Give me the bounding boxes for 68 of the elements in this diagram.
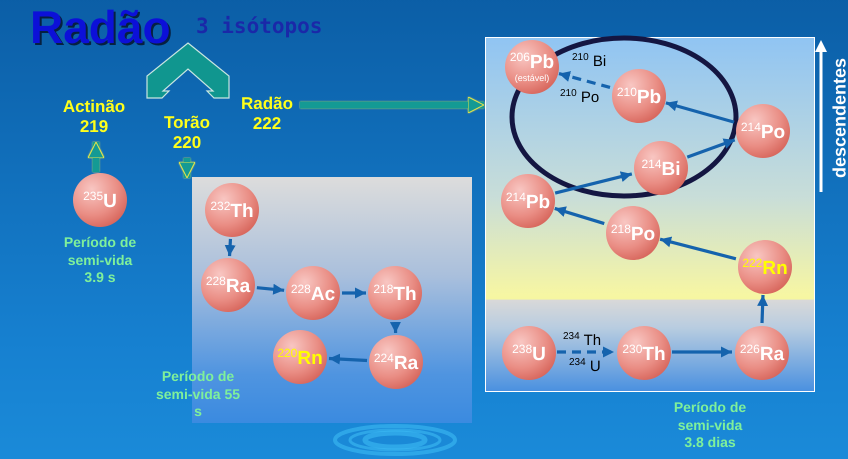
isotope-sphere — [612, 69, 666, 123]
isotope-symbol: $^{214}$Bi — [641, 158, 681, 178]
decay-arrow — [342, 288, 366, 298]
isotope-sphere — [286, 266, 340, 320]
decay-arrow — [557, 346, 614, 358]
isotope-sphere — [73, 173, 127, 227]
intermediate-isotope: $^{234}$ Th — [563, 331, 602, 349]
isotope-sphere — [505, 40, 559, 94]
decay-arrow — [672, 346, 732, 358]
isotope-symbol: $^{228}$Ra — [206, 274, 250, 296]
decay-arrow — [554, 206, 605, 226]
isotope-sphere — [735, 326, 789, 380]
axis-label: descendentes — [830, 58, 848, 178]
mass-number: 222 — [252, 114, 282, 135]
decay-arrow — [757, 294, 768, 324]
isotope-sphere — [606, 206, 660, 260]
isotope-sphere — [617, 326, 671, 380]
isotope-name: Radão — [240, 94, 294, 114]
isotope-sphere — [273, 330, 327, 384]
isotope-sphere — [501, 174, 555, 228]
isotope-symbol: $^{232}$Th — [210, 200, 254, 220]
decay-arrow — [686, 138, 736, 159]
isotope-symbol: $^{226}$Ra — [740, 342, 784, 364]
isotope-symbol: $^{235}$U — [83, 190, 117, 210]
isotope-symbol: $^{224}$Ra — [374, 352, 418, 372]
block-arrow — [88, 142, 104, 172]
decay-arrow — [558, 71, 610, 89]
isotope-symbol: $^{218}$Po — [610, 222, 656, 244]
isotope-sphere — [205, 183, 259, 237]
isotope-sphere — [736, 104, 790, 158]
decay-arrow — [660, 236, 736, 260]
block-arrow — [300, 96, 484, 114]
decay-chain-panel — [485, 37, 815, 392]
isotope-name: Torão — [163, 113, 211, 134]
isotope-symbol: $^{228}$Ac — [290, 282, 336, 304]
intermediate-isotope: $^{234}$ U — [569, 357, 601, 375]
block-arrow — [178, 158, 196, 178]
isotope-symbol: $^{218}$Th — [373, 282, 417, 304]
isotope-symbol: $^{206}$Pb — [510, 51, 554, 72]
half-life-note: Período de semi-vida 3.9 s — [62, 234, 138, 286]
isotope-symbol: $^{222}$Rn — [742, 256, 788, 278]
decay-arrow — [390, 322, 401, 334]
isotope-symbol: $^{238}$U — [512, 342, 546, 364]
half-life-note: Período de semi-vida 3.8 dias — [672, 399, 748, 452]
decay-arrow — [554, 171, 632, 195]
half-life-note: Período de semi-vida 55 s — [155, 368, 241, 420]
isotope-symbol: $^{214}$Po — [740, 120, 786, 142]
isotope-symbol: $^{220}$Rn — [277, 346, 323, 368]
isotope-symbol: $^{210}$Pb — [616, 86, 662, 106]
decay-arrow — [665, 100, 735, 124]
isotope-sphere — [369, 335, 423, 389]
intermediate-isotope: $^{210}$ Po — [560, 88, 600, 106]
mass-number: 219 — [78, 117, 110, 138]
mass-number: 220 — [172, 133, 202, 154]
isotope-note: (estável) — [514, 74, 550, 83]
isotope-sphere — [502, 326, 556, 380]
isotope-symbol: $^{214}$Pb — [506, 190, 550, 212]
isotope-sphere — [368, 266, 422, 320]
intermediate-isotope: $^{210}$ Bi — [572, 52, 606, 70]
isotope-symbol: $^{230}$Th — [622, 342, 666, 364]
subtitle: 3 isótopos — [196, 14, 322, 38]
isotope-sphere — [201, 258, 255, 312]
isotope-name: Actinão — [62, 97, 126, 118]
title: Radão — [30, 0, 171, 54]
decay-arrow — [256, 284, 284, 295]
isotope-sphere — [634, 141, 688, 195]
decay-arrow — [328, 354, 368, 365]
decay-arrow — [224, 238, 236, 256]
